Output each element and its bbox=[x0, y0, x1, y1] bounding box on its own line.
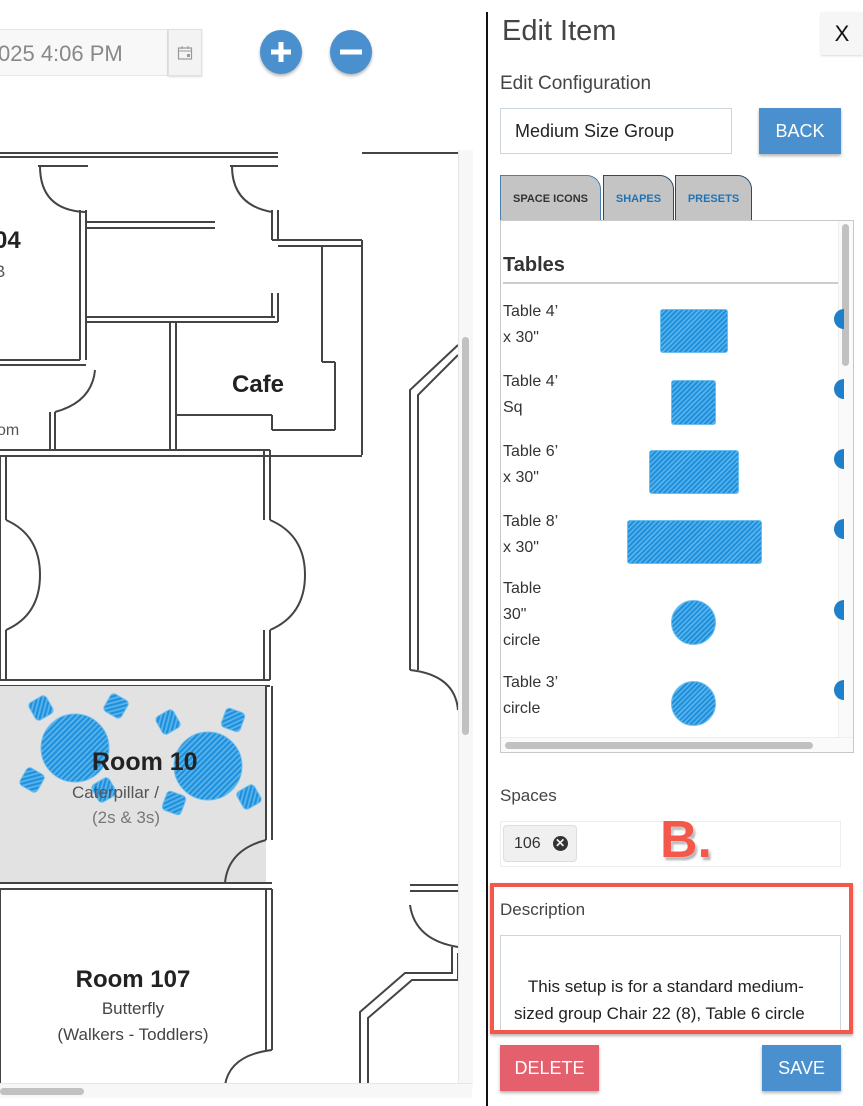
item-label: Table 4’Sq bbox=[503, 373, 559, 416]
section-label: Edit Configuration bbox=[500, 73, 652, 94]
icons-list[interactable] bbox=[500, 220, 854, 753]
plus-icon bbox=[271, 42, 291, 62]
chair[interactable] bbox=[27, 694, 54, 721]
back-button[interactable]: BACK bbox=[759, 108, 841, 154]
room-107-sub: Butterfly bbox=[102, 999, 165, 1018]
cafe-label: Cafe bbox=[232, 371, 284, 398]
table-square-icon[interactable] bbox=[671, 380, 716, 425]
item-label: Table 8’x 30" bbox=[503, 513, 559, 556]
room-107-number: Room 107 bbox=[76, 966, 191, 993]
floorplan-drawing: 04 B Cafe om Room 10 Caterpillar / (2s &… bbox=[0, 152, 459, 1096]
tab-shapes[interactable]: SHAPES bbox=[603, 175, 674, 221]
circle-icon[interactable] bbox=[834, 309, 844, 329]
tab-space-icons[interactable]: SPACE ICONS bbox=[500, 175, 601, 221]
close-button[interactable]: X bbox=[821, 12, 863, 55]
floorplan-canvas[interactable]: 04 B Cafe om Room 10 Caterpillar / (2s &… bbox=[0, 150, 472, 1096]
panel-title: Edit Item bbox=[502, 15, 617, 47]
scrollbar-thumb[interactable] bbox=[505, 742, 813, 749]
heading-divider bbox=[503, 282, 838, 284]
furniture-layer bbox=[18, 692, 262, 816]
datetime-input[interactable]: 025 4:06 PM bbox=[0, 29, 168, 76]
chair[interactable] bbox=[18, 766, 45, 793]
table-circle-icon[interactable] bbox=[671, 600, 716, 645]
spaces-label: Spaces bbox=[500, 786, 557, 805]
space-tag: 106 ✕ bbox=[503, 825, 577, 862]
remove-tag-icon[interactable]: ✕ bbox=[552, 836, 568, 851]
circle-icon[interactable] bbox=[834, 449, 844, 469]
zoom-in-button[interactable] bbox=[260, 30, 302, 74]
chair[interactable] bbox=[102, 692, 129, 719]
room-107-sub2: (Walkers - Toddlers) bbox=[57, 1025, 208, 1044]
chair[interactable] bbox=[154, 708, 181, 735]
table-rect-icon[interactable] bbox=[660, 309, 728, 353]
table-rect-icon[interactable] bbox=[649, 450, 739, 494]
scrollbar-thumb[interactable] bbox=[842, 224, 849, 366]
room-106-sub2: (2s & 3s) bbox=[92, 808, 160, 827]
item-label: Table 3’circle bbox=[503, 674, 559, 717]
table-circle[interactable] bbox=[173, 731, 243, 801]
space-tag-label: 106 bbox=[514, 834, 541, 852]
chair[interactable] bbox=[220, 707, 246, 733]
save-button[interactable]: SAVE bbox=[762, 1045, 841, 1091]
scrollbar-thumb[interactable] bbox=[462, 337, 469, 735]
room-106-sub: Caterpillar / bbox=[72, 783, 159, 802]
chair[interactable] bbox=[235, 783, 262, 810]
item-label: Table 4’x 30" bbox=[503, 303, 559, 346]
circle-icon[interactable] bbox=[834, 680, 844, 700]
spaces-field[interactable] bbox=[500, 821, 841, 867]
datetime-value: 025 4:06 PM bbox=[0, 41, 123, 66]
table-circle-icon[interactable] bbox=[671, 681, 716, 726]
chair[interactable] bbox=[161, 790, 187, 816]
circle-icon[interactable] bbox=[834, 379, 844, 399]
minus-icon bbox=[340, 49, 362, 55]
room-106-number: Room 10 bbox=[92, 748, 198, 776]
delete-button[interactable]: DELETE bbox=[500, 1045, 599, 1091]
room-04-sub: B bbox=[0, 262, 5, 281]
circle-icon[interactable] bbox=[834, 600, 844, 620]
category-heading: Tables bbox=[503, 254, 565, 276]
panel-divider bbox=[486, 12, 488, 1106]
floorplan-vertical-scrollbar[interactable] bbox=[458, 150, 473, 1086]
tab-presets[interactable]: PRESETS bbox=[675, 175, 752, 221]
table-circle[interactable] bbox=[40, 713, 110, 783]
list-vertical-scrollbar[interactable] bbox=[838, 221, 853, 739]
room-partial-sub: om bbox=[0, 422, 19, 439]
description-text: This setup is for a standard medium-size… bbox=[514, 977, 805, 1023]
chair-group bbox=[18, 692, 262, 816]
calendar-button[interactable] bbox=[168, 29, 202, 76]
room-04-number: 04 bbox=[0, 227, 21, 254]
zoom-out-button[interactable] bbox=[330, 30, 372, 74]
annotation-label: B. bbox=[660, 811, 712, 869]
circle-icon[interactable] bbox=[834, 519, 844, 539]
item-label: Table 6’x 30" bbox=[503, 443, 559, 486]
annotation-highlight-box bbox=[490, 883, 853, 1034]
floorplan-horizontal-scrollbar[interactable] bbox=[0, 1083, 472, 1098]
chair[interactable] bbox=[90, 776, 117, 803]
table-rect-icon[interactable] bbox=[627, 520, 762, 564]
description-label: Description bbox=[500, 900, 586, 919]
scrollbar-thumb[interactable] bbox=[0, 1088, 84, 1095]
list-horizontal-scrollbar[interactable] bbox=[501, 737, 853, 752]
config-name-input[interactable] bbox=[500, 108, 732, 154]
room-labels: 04 B Cafe om Room 10 Caterpillar / (2s &… bbox=[0, 227, 284, 1044]
calendar-icon bbox=[177, 45, 193, 60]
description-textarea[interactable]: This setup is for a standard medium-size… bbox=[500, 935, 841, 1030]
